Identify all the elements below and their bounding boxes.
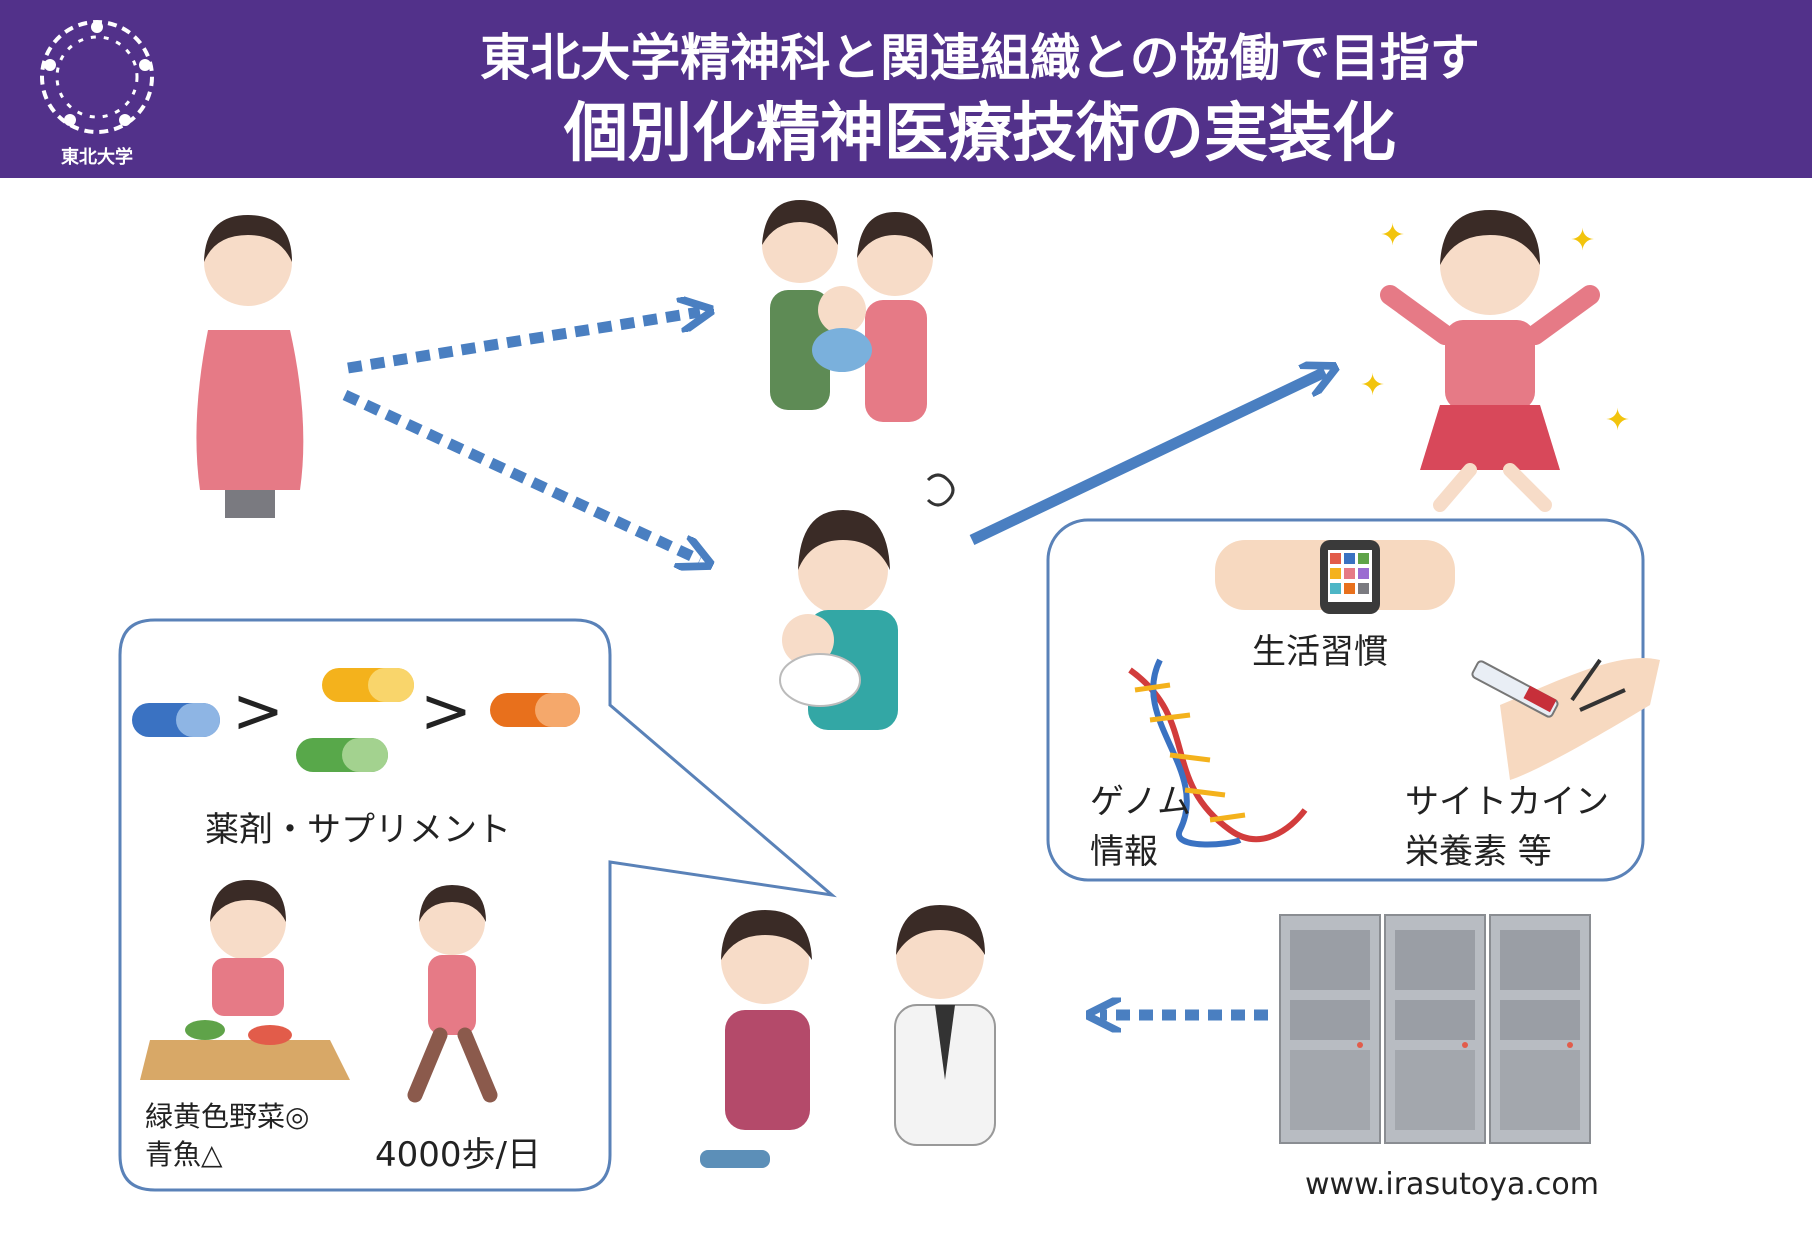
stressed-mother-illustration — [779, 473, 955, 730]
server-rack-illustration — [1279, 914, 1591, 1144]
credit-url: www.irasutoya.com — [1305, 1167, 1599, 1202]
consultation-illustration — [700, 905, 996, 1168]
lifestyle-label: 生活習慣 — [1252, 632, 1388, 672]
steps-label: 4000歩/日 — [375, 1135, 541, 1175]
logo-text: 東北大学 — [61, 146, 133, 168]
happy-woman-illustration: ✦ ✦ ✦ ✦ — [1360, 210, 1630, 512]
arrow-to-stressed-mother — [342, 390, 700, 560]
genome-label-line2: 情報 — [1090, 832, 1158, 872]
svg-text:✦: ✦ — [1605, 403, 1630, 438]
dna-helix-illustration — [1128, 658, 1308, 848]
family-illustration — [762, 200, 933, 422]
cytokine-label-line2: 栄養素 等 — [1405, 832, 1552, 872]
title-line2: 個別化精神医療技術の実装化 — [564, 97, 1396, 171]
food-label-line1: 緑黄色野菜◎ — [145, 1100, 310, 1133]
university-logo: 東北大学 — [40, 20, 154, 168]
arrow-to-happy-woman — [969, 372, 1325, 545]
eating-girl-illustration — [140, 880, 350, 1080]
capsule-yellow — [322, 668, 414, 702]
greater-than-1: > — [232, 674, 284, 747]
pregnant-woman-illustration — [196, 215, 304, 518]
header-banner: 東北大学 東北大学精神科と関連組織との協働で目指す 個別化精神医療技術の実装化 — [0, 0, 1812, 178]
walking-woman-illustration — [407, 885, 498, 1103]
blood-draw-illustration — [1471, 658, 1660, 780]
svg-text:✦: ✦ — [1380, 218, 1405, 253]
food-label-line2: 青魚△ — [145, 1138, 223, 1171]
svg-text:✦: ✦ — [1570, 223, 1595, 258]
smartwatch-illustration — [1215, 540, 1455, 614]
arrow-to-family — [347, 312, 700, 374]
greater-than-2: > — [420, 674, 472, 747]
capsule-orange — [490, 693, 580, 727]
medicine-supplement-label: 薬剤・サプリメント — [205, 810, 511, 850]
genome-label-line1: ゲノム — [1090, 782, 1191, 822]
svg-text:✦: ✦ — [1360, 368, 1385, 403]
capsule-blue — [132, 703, 220, 737]
capsule-green — [296, 738, 388, 772]
cytokine-label-line1: サイトカイン — [1405, 782, 1609, 822]
title-line1: 東北大学精神科と関連組織との協働で目指す — [480, 29, 1480, 87]
